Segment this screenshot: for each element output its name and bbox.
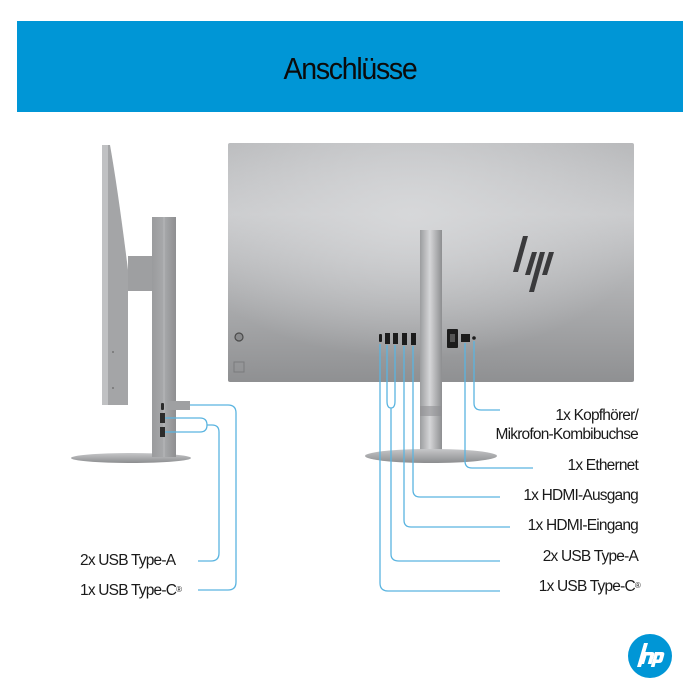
label-ethernet: 1x Ethernet xyxy=(567,457,639,474)
hdmi-in-port xyxy=(402,333,407,345)
monitor-back-view xyxy=(228,143,634,592)
label-hdmi-in: 1x HDMI-Eingang xyxy=(527,517,639,534)
back-stand-column xyxy=(420,230,442,456)
label-usb-c: 1x USB Type-C® xyxy=(538,578,641,595)
side-hinge xyxy=(128,256,156,291)
hdmi-out-port xyxy=(411,333,416,345)
side-line-usb-a xyxy=(165,417,220,562)
ethernet-port xyxy=(461,334,470,342)
side-panel xyxy=(102,145,128,405)
side-line-usb-c xyxy=(190,404,237,591)
header-banner: Anschlüsse xyxy=(17,21,683,112)
line-headphone xyxy=(473,341,500,411)
side-usb-a-port-2 xyxy=(160,427,165,437)
line-usb-a xyxy=(386,345,500,562)
side-label-usb-a: 2x USB Type-A xyxy=(80,552,176,569)
hp-logo-icon xyxy=(628,634,672,678)
back-stand-base xyxy=(365,449,497,463)
back-port-panel xyxy=(379,329,476,348)
label-hdmi-out: 1x HDMI-Ausgang xyxy=(523,487,638,504)
line-usb-c xyxy=(379,344,500,592)
hp-engraved-logo xyxy=(513,236,554,292)
kensington-lock-icon xyxy=(233,361,245,373)
label-usb-a: 2x USB Type-A xyxy=(542,548,639,565)
side-usb-c-port xyxy=(161,403,164,410)
registered-mark: ® xyxy=(634,581,641,590)
usb-c-port xyxy=(379,334,382,342)
side-label-usb-c: 1x USB Type-C® xyxy=(80,582,182,599)
label-headphone-line1: 1x Kopfhörer/ xyxy=(555,407,638,424)
usb-a-port-1 xyxy=(385,333,390,344)
side-cable-clip xyxy=(168,401,190,410)
line-ethernet xyxy=(464,343,533,469)
label-usb-c-text: 1x USB Type-C xyxy=(538,578,636,595)
headphone-jack xyxy=(472,336,476,340)
monitor-side-view xyxy=(71,145,237,591)
label-headphone-line2: Mikrofon-Kombibuchse xyxy=(495,426,638,443)
line-hdmi-out xyxy=(412,346,500,498)
usb-a-port-2 xyxy=(393,333,398,344)
page-title: Anschlüsse xyxy=(283,51,418,86)
registered-mark: ® xyxy=(176,585,182,594)
line-hdmi-in xyxy=(403,346,510,528)
power-button-icon xyxy=(234,332,244,342)
side-usb-a-port-1 xyxy=(160,413,165,423)
side-label-usb-c-text: 1x USB Type-C xyxy=(80,582,177,599)
